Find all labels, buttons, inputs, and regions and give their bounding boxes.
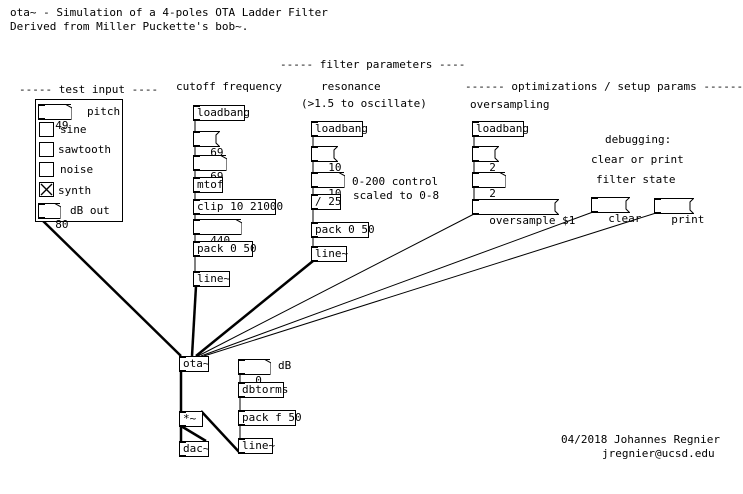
sawtooth-label: sawtooth — [58, 143, 111, 156]
optimizations-heading: ------ optimizations / setup params ----… — [465, 80, 743, 93]
print-message[interactable]: print — [654, 198, 704, 226]
debugging-label: debugging: — [605, 133, 672, 146]
oversample-message[interactable]: oversample $1 — [472, 199, 575, 227]
resonance-loadbang-object[interactable]: loadbang — [311, 121, 368, 137]
cutoff-loadbang-object[interactable]: loadbang — [193, 105, 250, 121]
mtof-object[interactable]: mtof — [193, 177, 224, 193]
resonance-label: resonance — [321, 80, 381, 93]
dbtorms-object[interactable]: dbtorms — [238, 382, 288, 398]
resonance-divide-object[interactable]: / 25 — [311, 194, 342, 210]
cutoff-pack-object[interactable]: pack 0 50 — [193, 241, 257, 257]
cutoff-frequency-number-box[interactable]: 440 — [193, 219, 242, 247]
oversampling-2-message[interactable]: 2 — [472, 146, 499, 174]
filter-parameters-heading: ----- filter parameters ---- — [280, 58, 466, 71]
pitch-value: 49 — [55, 119, 69, 132]
clear-message[interactable]: clear — [591, 197, 641, 225]
filter-state-label: filter state — [596, 173, 676, 186]
dac-object[interactable]: dac~ — [179, 441, 210, 457]
ota-object[interactable]: ota~ — [179, 356, 210, 372]
test-input-heading: ----- test input ---- — [19, 83, 159, 96]
resonance-scale-label: scaled to 0-8 — [353, 189, 440, 202]
resonance-control-label: 0-200 control — [352, 175, 439, 188]
db-number-box[interactable]: 0 — [238, 359, 271, 387]
pitch-label: pitch — [87, 105, 121, 118]
pitch-number-box[interactable]: 49 — [38, 104, 72, 132]
db-out-number-box[interactable]: 80 — [38, 203, 69, 231]
sawtooth-toggle[interactable] — [39, 142, 54, 157]
clear-or-print-label: clear or print — [591, 153, 684, 166]
oversampling-number-box[interactable]: 2 — [472, 172, 506, 200]
noise-label: noise — [60, 163, 94, 176]
cutoff-pitch-number-box[interactable]: 69 — [193, 155, 227, 183]
multiply-signal-object[interactable]: *~ — [179, 411, 203, 427]
noise-toggle[interactable] — [39, 162, 54, 177]
oversampling-label: oversampling — [470, 98, 550, 111]
resonance-line-object[interactable]: line~ — [311, 246, 348, 262]
patch-subtitle: Derived from Miller Puckette's bob~. — [10, 20, 249, 33]
resonance-pack-object[interactable]: pack 0 50 — [311, 222, 375, 238]
clip-object[interactable]: clip 10 21000 — [193, 199, 283, 215]
credits-email: jregnier@ucsd.edu — [602, 447, 715, 460]
resonance-number-box[interactable]: 10 — [311, 172, 345, 200]
cutoff-line-object[interactable]: line~ — [193, 271, 230, 287]
toggle-check-icon — [40, 183, 53, 196]
sine-toggle[interactable] — [39, 122, 54, 137]
db-out-label: dB out — [70, 204, 110, 217]
db-label: dB — [278, 359, 292, 372]
credits-author: 04/2018 Johannes Regnier — [561, 433, 720, 446]
resonance-hint: (>1.5 to oscillate) — [301, 97, 427, 110]
cutoff-69-message[interactable]: 69 — [193, 131, 224, 159]
cutoff-frequency-label: cutoff frequency — [176, 80, 282, 93]
resonance-10-message[interactable]: 10 — [311, 146, 342, 174]
gain-line-object[interactable]: line~ — [238, 438, 275, 454]
oversampling-loadbang-object[interactable]: loadbang — [472, 121, 529, 137]
sine-label: sine — [60, 123, 87, 136]
db-out-value: 80 — [55, 218, 69, 231]
gain-pack-object[interactable]: pack f 50 — [238, 410, 302, 426]
synth-toggle[interactable] — [39, 182, 54, 197]
synth-label: synth — [58, 184, 92, 197]
patch-title: ota~ - Simulation of a 4-poles OTA Ladde… — [10, 6, 328, 19]
